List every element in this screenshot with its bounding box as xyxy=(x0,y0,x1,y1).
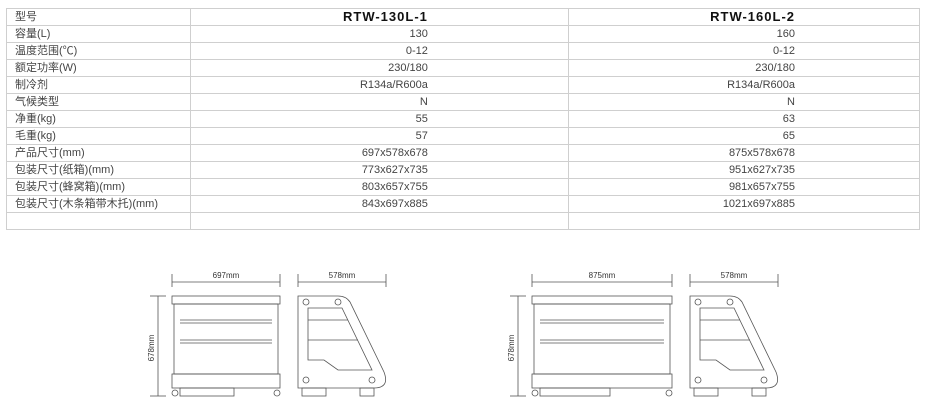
cell-col2: 981x657x755 xyxy=(567,178,921,196)
cell-col2: 875x578x678 xyxy=(567,144,921,162)
cell-col1: 57 xyxy=(190,127,569,145)
cell-label: 毛重(kg) xyxy=(6,127,191,145)
width-label: 697mm xyxy=(213,271,240,280)
header-label: 型号 xyxy=(6,8,191,26)
cell-col1: 697x578x678 xyxy=(190,144,569,162)
cell-col1: 55 xyxy=(190,110,569,128)
cell xyxy=(190,212,569,230)
width-dimension: 875mm xyxy=(531,271,673,287)
cell-col1: 0-12 xyxy=(190,42,569,60)
cell-col2: 160 xyxy=(567,25,921,43)
cell-label: 净重(kg) xyxy=(6,110,191,128)
height-label: 678mm xyxy=(147,334,156,361)
cell-col1: R134a/R600a xyxy=(190,76,569,94)
depth-label: 578mm xyxy=(721,271,748,280)
height-dimension: 678mm xyxy=(507,295,526,397)
cell-label: 气候类型 xyxy=(6,93,191,111)
cell xyxy=(567,212,921,230)
cell-col2: 63 xyxy=(567,110,921,128)
width-label: 875mm xyxy=(589,271,616,280)
depth-label: 578mm xyxy=(329,271,356,280)
side-view xyxy=(297,295,387,397)
cell-col2: 951x627x735 xyxy=(567,161,921,179)
cell-col1: 130 xyxy=(190,25,569,43)
front-view xyxy=(171,295,281,397)
cell-label: 产品尺寸(mm) xyxy=(6,144,191,162)
cell-col2: N xyxy=(567,93,921,111)
cell-label: 包装尺寸(纸箱)(mm) xyxy=(6,161,191,179)
cell-col2: 1021x697x885 xyxy=(567,195,921,213)
depth-dimension: 578mm xyxy=(689,271,779,287)
width-dimension: 697mm xyxy=(171,271,281,287)
cell-col1: 803x657x755 xyxy=(190,178,569,196)
cell xyxy=(6,212,191,230)
empty-row xyxy=(6,212,921,230)
cell-col1: N xyxy=(190,93,569,111)
model-1: RTW-130L-1 xyxy=(190,8,569,26)
drawing-rtw-130: 697mm 578mm 678mm xyxy=(140,262,400,417)
cell-col1: 773x627x735 xyxy=(190,161,569,179)
cell-col2: R134a/R600a xyxy=(567,76,921,94)
depth-dimension: 578mm xyxy=(297,271,387,287)
drawing-rtw-160: 875mm 578mm 678mm xyxy=(500,262,790,417)
cell-col2: 0-12 xyxy=(567,42,921,60)
height-label: 678mm xyxy=(507,334,516,361)
side-view xyxy=(689,295,779,397)
front-view xyxy=(531,295,673,397)
height-dimension: 678mm xyxy=(147,295,166,397)
cell-label: 容量(L) xyxy=(6,25,191,43)
cell-label: 包装尺寸(木条箱带木托)(mm) xyxy=(6,195,191,213)
model-2: RTW-160L-2 xyxy=(567,8,921,26)
cell-col2: 230/180 xyxy=(567,59,921,77)
cell-col1: 230/180 xyxy=(190,59,569,77)
cell-label: 额定功率(W) xyxy=(6,59,191,77)
table-header-row: 型号 RTW-130L-1 RTW-160L-2 xyxy=(6,8,921,26)
cell-col2: 65 xyxy=(567,127,921,145)
cell-label: 制冷剂 xyxy=(6,76,191,94)
cell-label: 温度范围(℃) xyxy=(6,42,191,60)
cell-col1: 843x697x885 xyxy=(190,195,569,213)
cell-label: 包装尺寸(蜂窝箱)(mm) xyxy=(6,178,191,196)
